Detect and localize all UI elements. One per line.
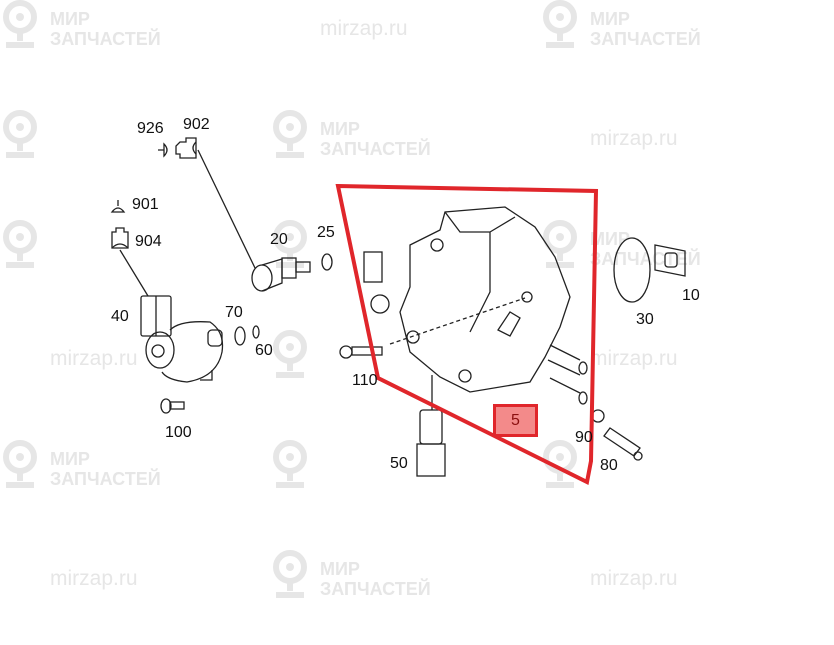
watermark-line1: МИР [50, 449, 90, 469]
label-90[interactable]: 90 [575, 429, 593, 446]
pin-logo-icon [273, 330, 307, 378]
part-10-gasket [654, 244, 686, 277]
part-80-fitting [603, 427, 643, 461]
label-40[interactable]: 40 [111, 308, 129, 325]
watermark-url-text: mirzap.ru [320, 17, 408, 40]
pin-logo-icon [273, 110, 307, 158]
pin-logo-icon [3, 0, 37, 48]
highlight-label-text: 5 [511, 411, 520, 429]
part-25-ring [321, 253, 333, 271]
label-25[interactable]: 25 [317, 224, 335, 241]
watermark-line2: ЗАПЧАСТЕЙ [590, 29, 701, 49]
highlight-outline [335, 183, 599, 485]
watermark-line2: ЗАПЧАСТЕЙ [50, 29, 161, 49]
label-902[interactable]: 902 [183, 116, 210, 133]
pin-logo-icon [543, 440, 577, 488]
pin-logo-icon [273, 440, 307, 488]
part-50-relief-valve [416, 409, 446, 477]
watermark-line2: ЗАПЧАСТЕЙ [320, 579, 431, 599]
label-30[interactable]: 30 [636, 311, 654, 328]
label-20[interactable]: 20 [270, 231, 288, 248]
watermark-line1: МИР [320, 119, 360, 139]
watermark-url-text: mirzap.ru [50, 567, 138, 590]
pin-logo-icon [3, 110, 37, 158]
label-100[interactable]: 100 [165, 424, 192, 441]
watermark-url-text: mirzap.ru [50, 347, 138, 370]
part-60-ring [252, 325, 260, 339]
pin-logo-icon [543, 220, 577, 268]
watermark-url-text: mirzap.ru [590, 347, 678, 370]
pin-logo-icon [273, 550, 307, 598]
label-60[interactable]: 60 [255, 342, 273, 359]
part-110-bolt [339, 345, 383, 359]
label-901[interactable]: 901 [132, 196, 159, 213]
watermark-line1: МИР [320, 559, 360, 579]
label-10[interactable]: 10 [682, 287, 700, 304]
pin-logo-icon [3, 220, 37, 268]
pin-logo-icon [273, 220, 307, 268]
pin-logo-icon [543, 0, 577, 48]
part-100-screw [160, 398, 185, 414]
part-926-icon [158, 142, 168, 158]
label-904[interactable]: 904 [135, 233, 162, 250]
part-904-icon [111, 227, 129, 249]
pin-logo-icon [3, 440, 37, 488]
watermark-url-text: mirzap.ru [590, 127, 678, 150]
label-110[interactable]: 110 [352, 372, 378, 389]
label-926[interactable]: 926 [137, 120, 164, 137]
label-70[interactable]: 70 [225, 304, 243, 321]
part-40-pressure-valve [140, 295, 224, 383]
watermark-line2: ЗАПЧАСТЕЙ [320, 139, 431, 159]
part-30-oring [613, 237, 651, 303]
highlight-label-5[interactable]: 5 [493, 404, 538, 437]
part-902-icon [175, 137, 197, 159]
watermark-line1: МИР [590, 9, 630, 29]
watermark-line1: МИР [590, 229, 630, 249]
watermark-line2: ЗАПЧАСТЕЙ [50, 469, 161, 489]
part-70-ring [234, 326, 246, 346]
part-20-sensor [251, 257, 311, 292]
part-5-fuel-pump [363, 206, 588, 405]
watermark-line2: ЗАПЧАСТЕЙ [590, 249, 701, 269]
label-80[interactable]: 80 [600, 457, 618, 474]
watermark-line1: МИР [50, 9, 90, 29]
watermark-url-text: mirzap.ru [590, 567, 678, 590]
part-901-icon [110, 200, 126, 213]
label-50[interactable]: 50 [390, 455, 408, 472]
